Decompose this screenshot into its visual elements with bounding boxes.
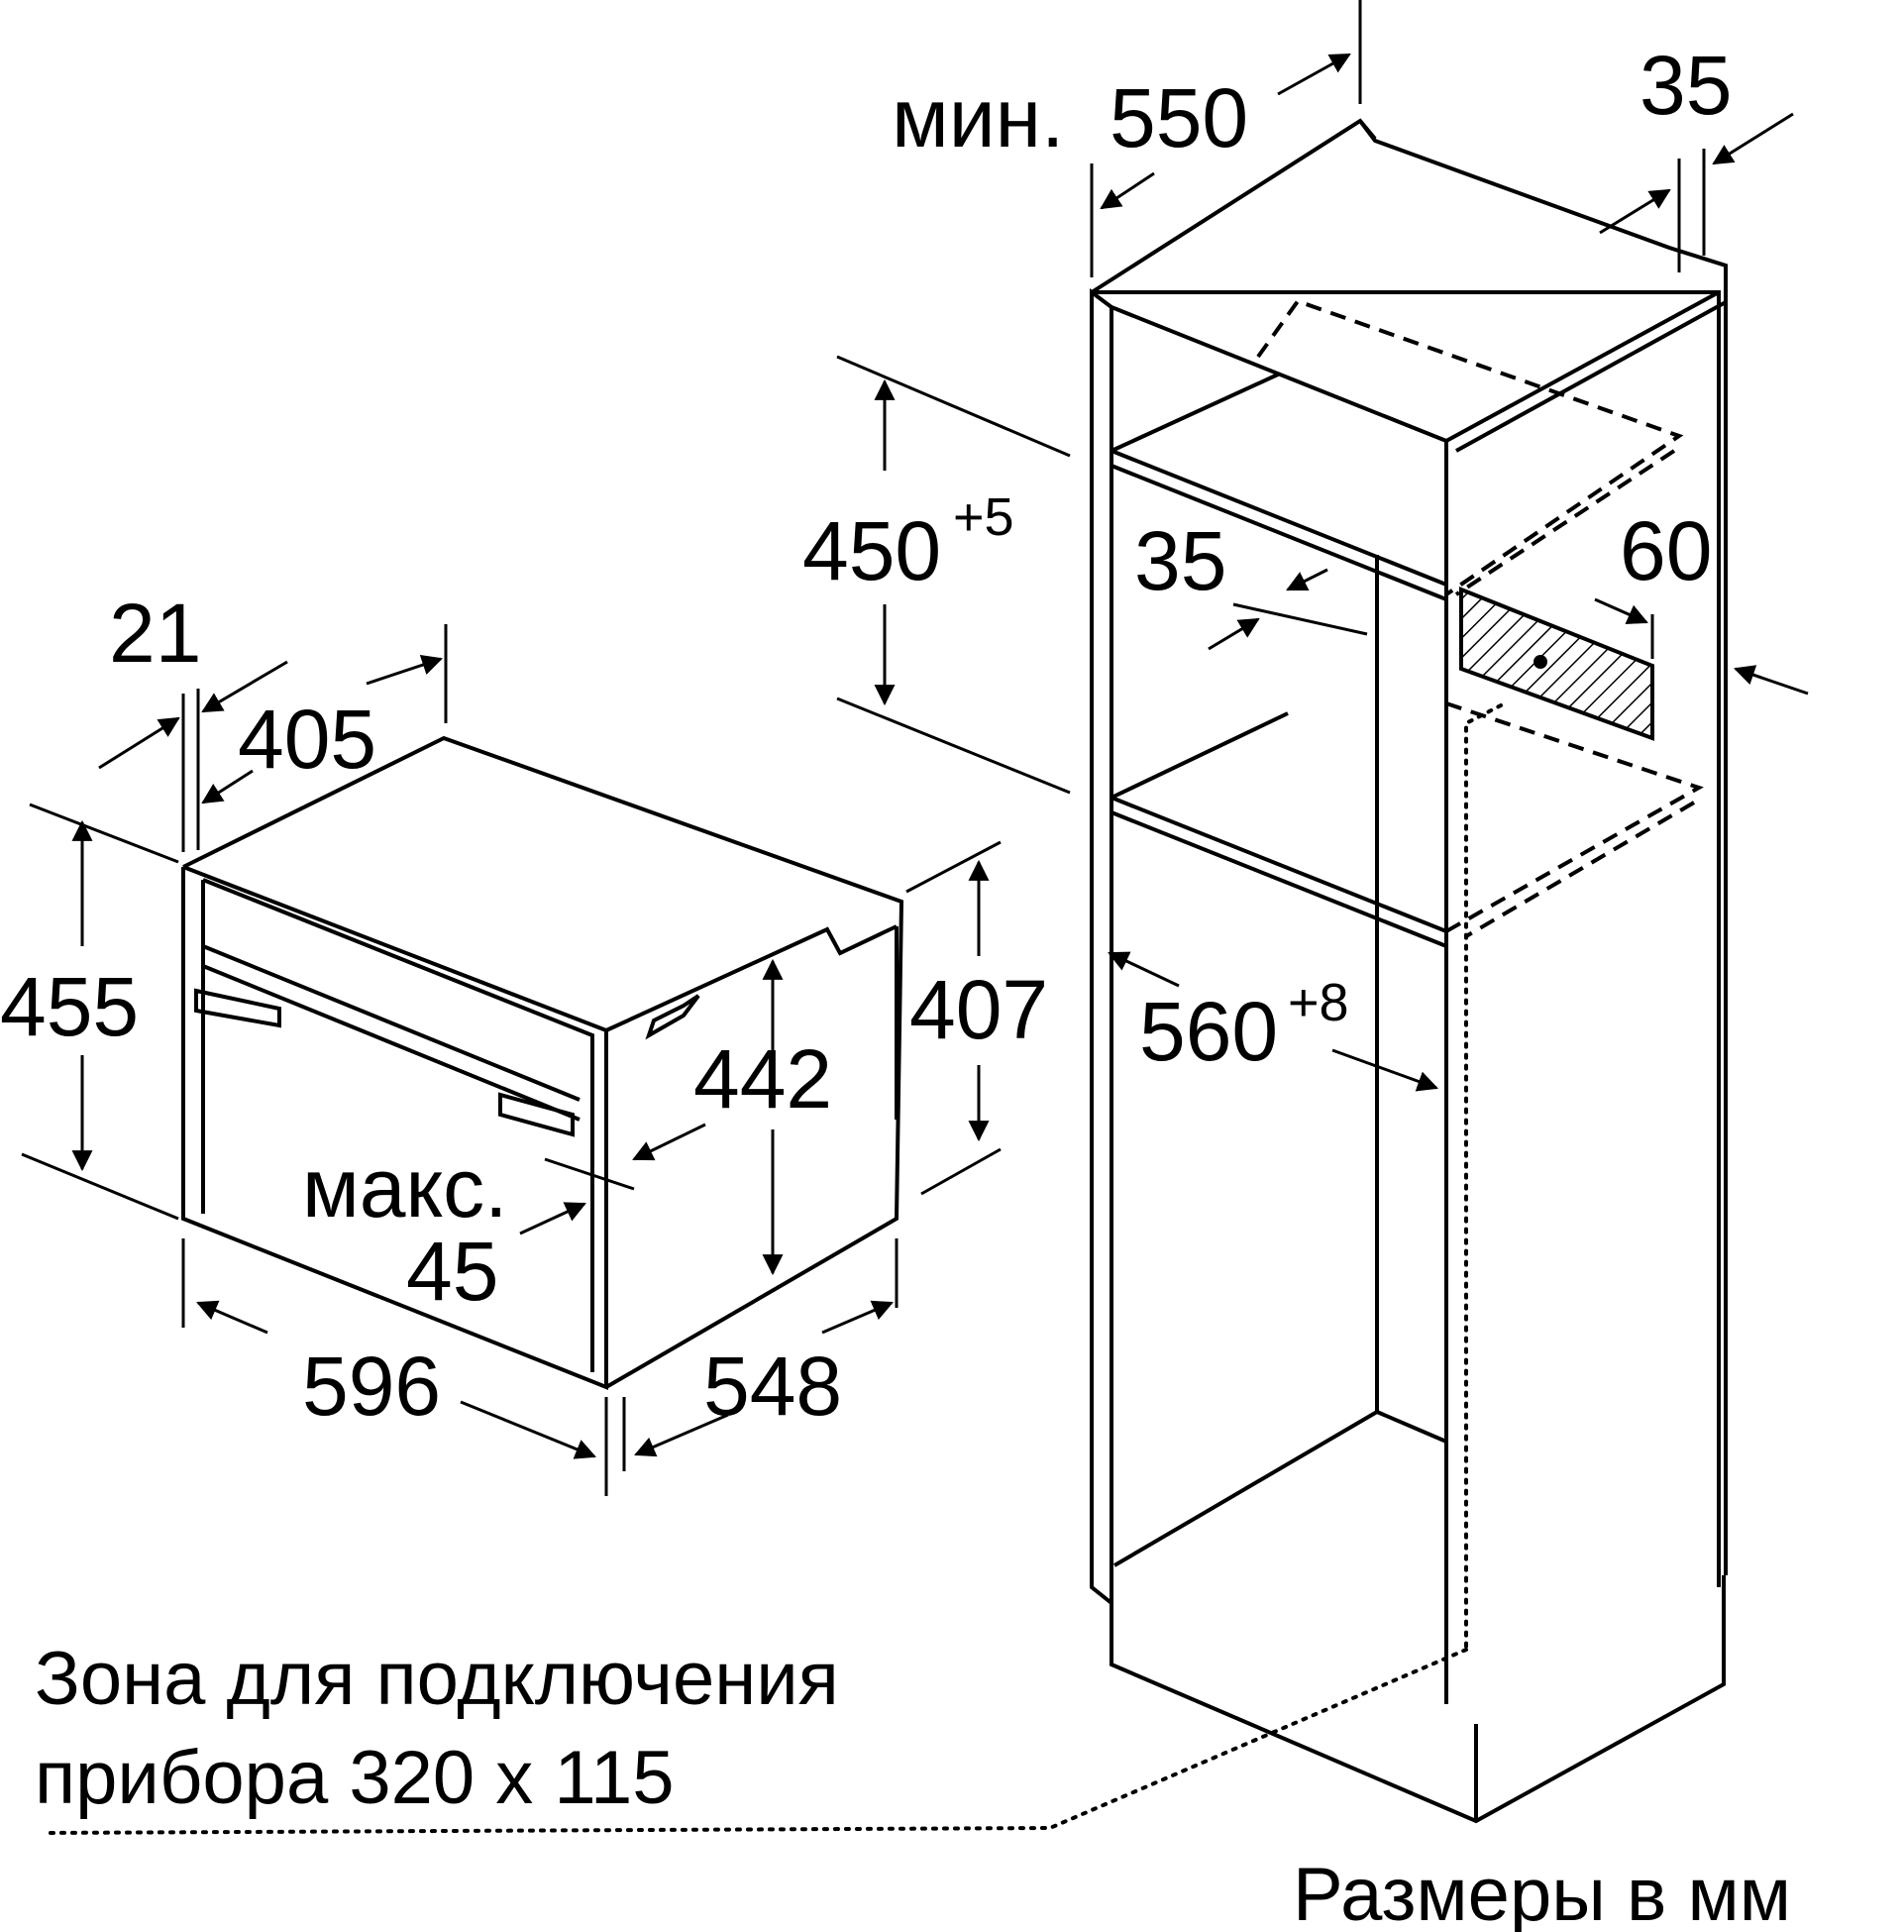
appliance — [181, 735, 904, 1390]
cabinet — [43, 118, 1728, 1835]
connection-zone-note-line2: прибора 320 x 115 — [35, 1736, 675, 1820]
dim-560-label: 560 — [1139, 985, 1278, 1078]
dim-596-label: 596 — [302, 1340, 441, 1433]
dim-21-label: 21 — [109, 587, 201, 680]
dim-60-label: 60 — [1620, 504, 1712, 597]
dim-548-label: 548 — [703, 1340, 842, 1433]
dim-560-tolerance: +8 — [1288, 973, 1349, 1032]
dim-45-label: 45 — [406, 1225, 498, 1318]
dim-550-label: 550 — [1110, 71, 1248, 164]
dim-450-tolerance: +5 — [953, 487, 1014, 547]
dimension-lines — [21, 0, 1809, 1496]
dim-450-label: 450 — [802, 504, 941, 597]
dim-405-label: 405 — [238, 693, 376, 786]
dim-442-label: 442 — [693, 1032, 832, 1126]
dim-455-label: 455 — [0, 960, 139, 1053]
connection-zone-note-line1: Зона для подключения — [35, 1637, 839, 1721]
dim-407-label: 407 — [909, 963, 1048, 1056]
dim-35-top-label: 35 — [1640, 39, 1732, 132]
dim-min-prefix: мин. — [892, 71, 1064, 164]
dim-35-inner-label: 35 — [1134, 514, 1226, 607]
dim-max-label: макс. — [302, 1141, 508, 1234]
units-note: Размеры в мм — [1293, 1853, 1791, 1932]
